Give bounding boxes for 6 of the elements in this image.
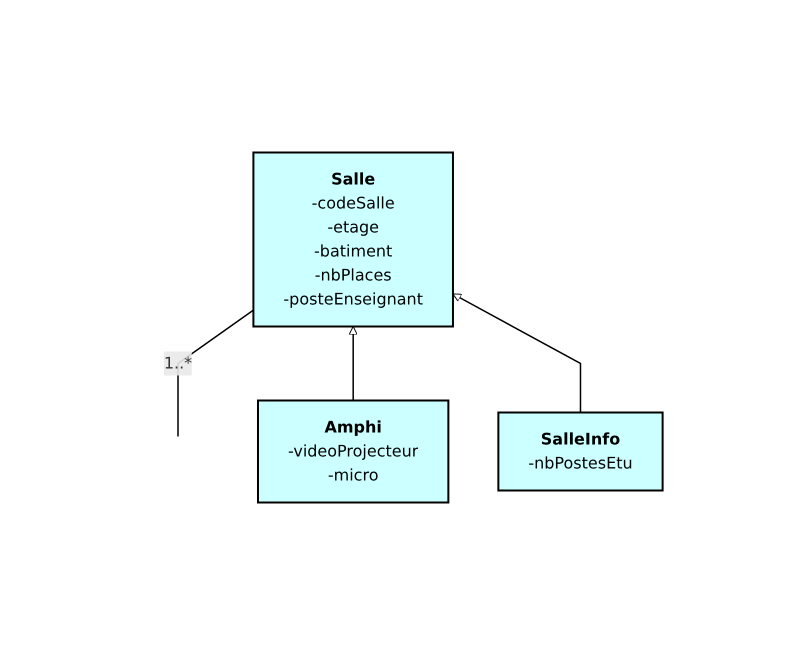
node-box: SalleInfo -nbPostesEtu bbox=[498, 412, 664, 492]
arrow bbox=[452, 293, 582, 412]
edge-label: 1..* bbox=[164, 354, 192, 372]
node-box: Amphi -videoProjecteur -micro bbox=[257, 400, 450, 504]
arrow bbox=[348, 326, 358, 400]
node-box: Salle -codeSalle -etage -batiment -nbPlaces -posteEnseignant bbox=[252, 152, 454, 328]
